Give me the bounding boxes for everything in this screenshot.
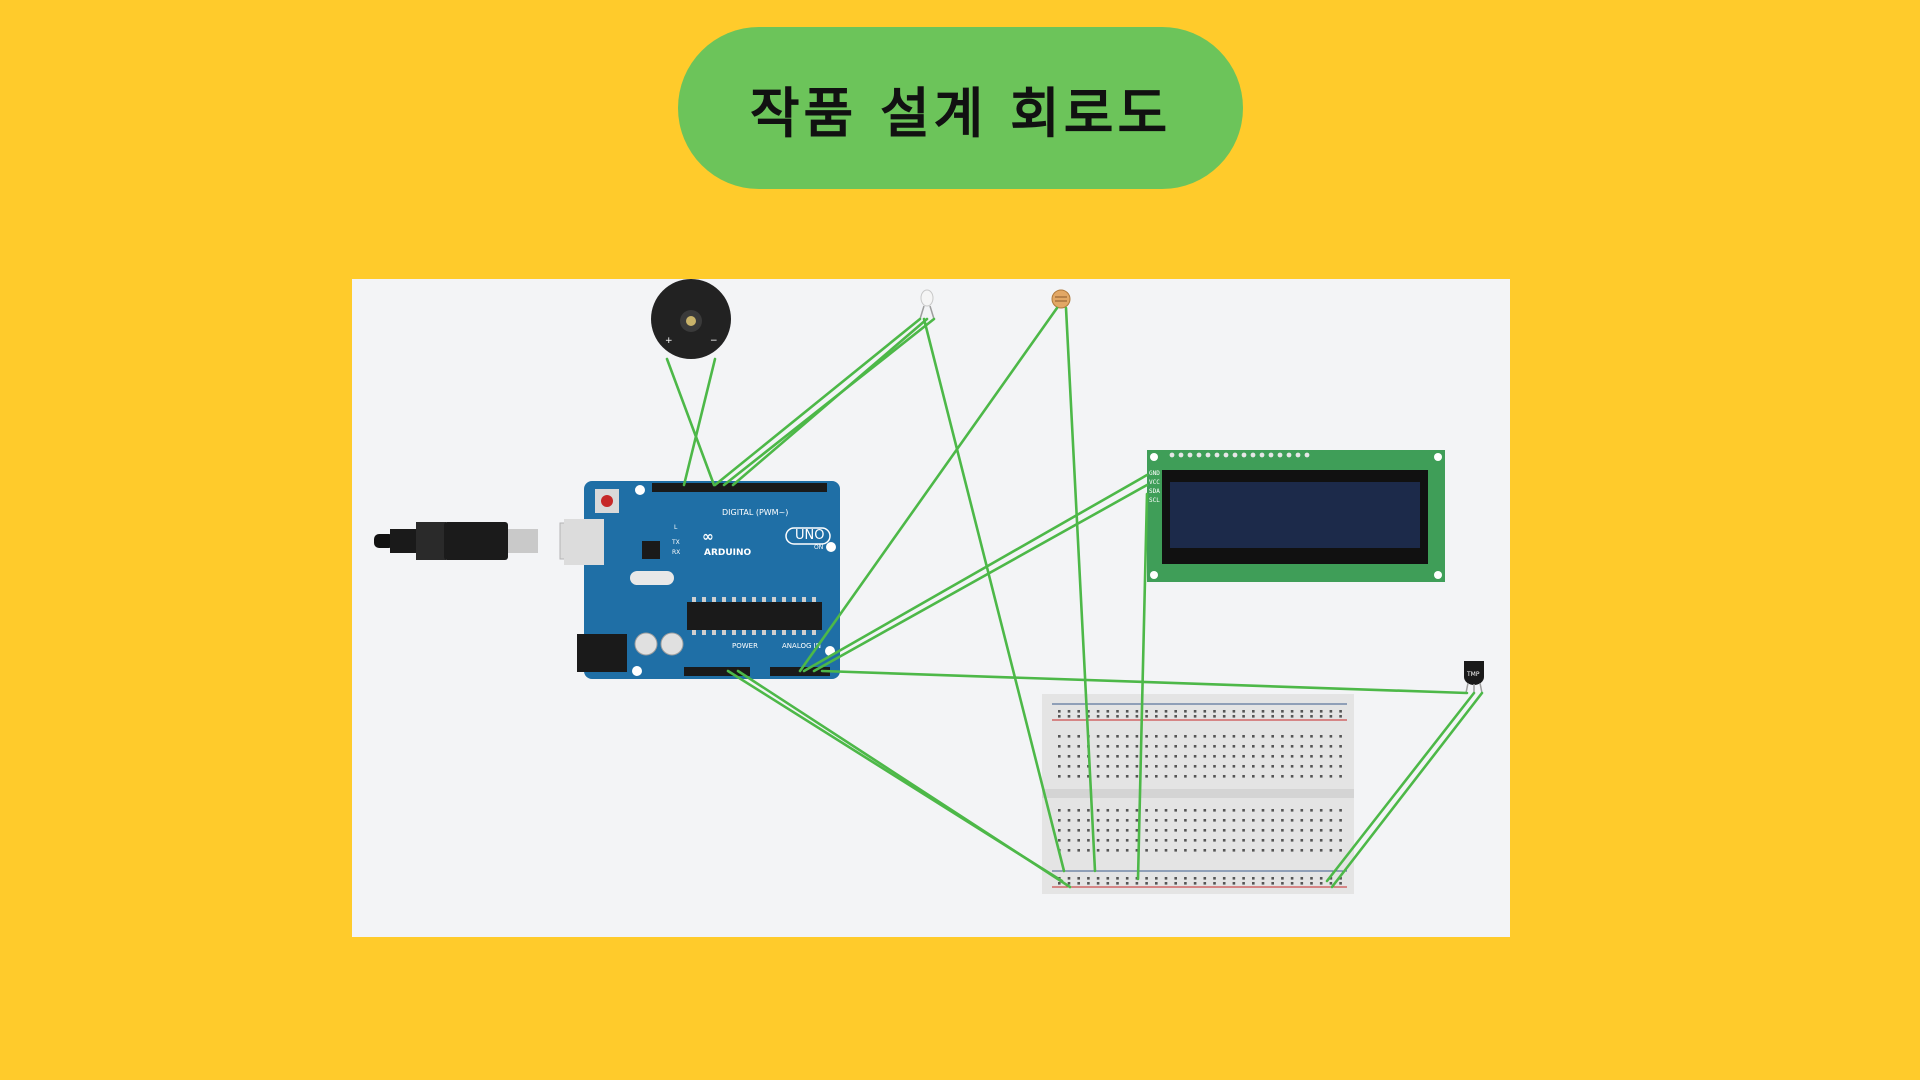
tx-label: TX — [671, 539, 680, 546]
uno-model-text: UNO — [795, 528, 824, 543]
digital-pin-header — [652, 483, 827, 492]
usb-cable — [374, 522, 589, 560]
breadboard — [1042, 694, 1354, 894]
on-label: ON — [814, 544, 823, 551]
lcd-pin-scl: SCL — [1149, 497, 1160, 504]
atmega-chip — [687, 602, 822, 630]
power-pin-header — [684, 667, 750, 676]
power-jack — [577, 634, 627, 672]
tmp-label: TMP — [1466, 671, 1480, 678]
temperature-sensor: TMP — [1464, 661, 1484, 694]
lcd-screen — [1170, 482, 1420, 548]
lcd-pin-gnd: GND — [1149, 470, 1160, 477]
led-l-label: L — [674, 524, 678, 531]
circuit-canvas: DIGITAL (PWM~) ∞ ARDUINO UNO POWER ANALO… — [352, 279, 1510, 937]
arduino-logo-text: ARDUINO — [704, 548, 752, 558]
circuit-diagram: DIGITAL (PWM~) ∞ ARDUINO UNO POWER ANALO… — [374, 279, 1484, 894]
svg-text:−: − — [710, 336, 718, 346]
analog-header-label: ANALOG IN — [782, 642, 821, 650]
lcd-pin-sda: SDA — [1149, 488, 1160, 495]
piezo-buzzer: + − — [651, 279, 731, 359]
rx-label: RX — [672, 549, 680, 556]
led — [919, 289, 935, 320]
title-pill: 작품 설계 회로도 — [678, 27, 1243, 189]
arduino-uno-board: DIGITAL (PWM~) ∞ ARDUINO UNO POWER ANALO… — [564, 481, 840, 679]
lcd-16x2-i2c: GND VCC SDA SCL — [1147, 450, 1445, 582]
svg-text:+: + — [665, 336, 673, 346]
infinity-logo-icon: ∞ — [702, 529, 714, 545]
photoresistor — [1051, 289, 1071, 309]
digital-header-label: DIGITAL (PWM~) — [722, 508, 788, 517]
lcd-pin-vcc: VCC — [1149, 479, 1160, 486]
power-header-label: POWER — [732, 642, 758, 650]
wires — [665, 306, 1484, 889]
page-title: 작품 설계 회로도 — [749, 81, 1172, 145]
